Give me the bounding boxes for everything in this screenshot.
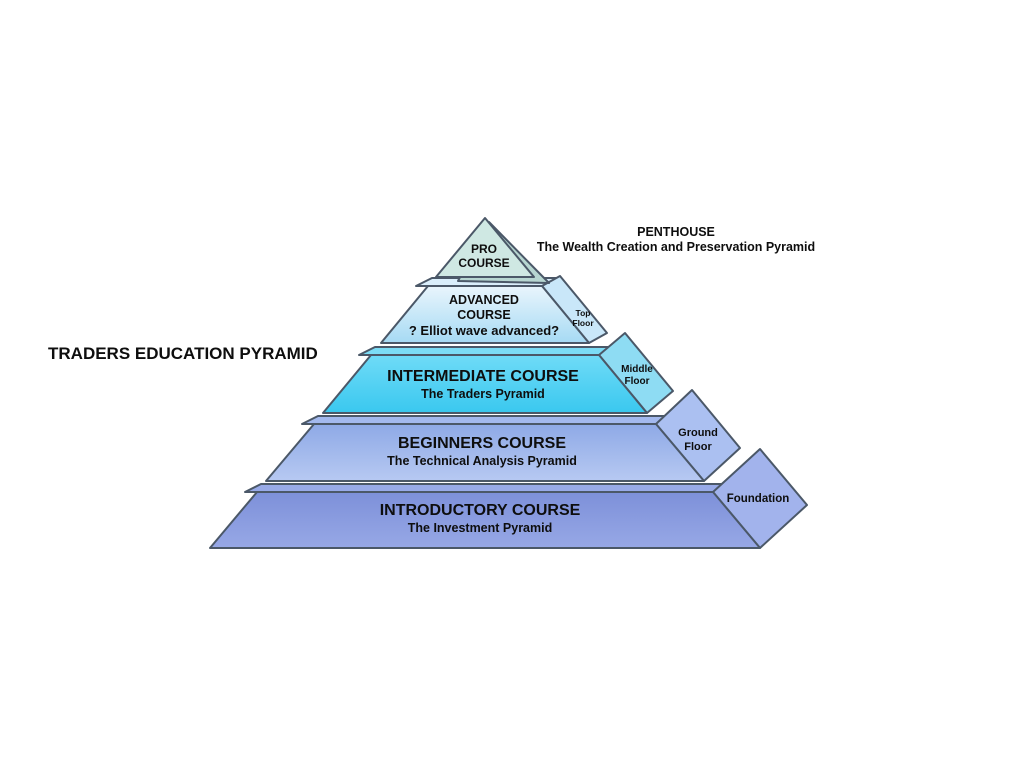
pro-course-line1: PRO — [470, 242, 497, 256]
pro-course-label: PRO COURSE — [458, 242, 509, 270]
beginners-course-subtitle: The Technical Analysis Pyramid — [387, 454, 577, 468]
intermediate-front-face — [322, 354, 648, 414]
advanced-course-line3: ? Elliot wave advanced? — [408, 323, 560, 338]
penthouse-subtitle: The Wealth Creation and Preservation Pyr… — [536, 240, 816, 254]
foundation-line1: Foundation — [726, 493, 790, 505]
ground-floor-label: Ground Floor — [678, 426, 718, 454]
introductory-course-title: INTRODUCTORY COURSE — [379, 502, 581, 519]
intermediate-rim-face — [358, 346, 618, 356]
advanced-course-line2: COURSE — [457, 308, 511, 322]
diagram-title: TRADERS EDUCATION PYRAMID — [48, 344, 318, 363]
intermediate-course-subtitle: The Traders Pyramid — [421, 387, 545, 401]
penthouse-title: PENTHOUSE — [637, 225, 715, 239]
beginners-course-title: BEGINNERS COURSE — [397, 435, 567, 452]
pro-course-line2: COURSE — [458, 256, 510, 270]
beginners-rim-face — [301, 415, 675, 425]
top-floor-line2: Floor — [572, 318, 594, 328]
middle-floor-label: Middle Floor — [621, 364, 653, 388]
top-floor-label: Top Floor — [572, 308, 593, 328]
intermediate-course-label: INTERMEDIATE COURSE The Traders Pyramid — [387, 368, 579, 402]
middle-floor-line2: Floor — [624, 376, 650, 387]
introductory-rim-face — [244, 483, 732, 493]
intermediate-course-title: INTERMEDIATE COURSE — [387, 368, 579, 385]
beginners-course-label: BEGINNERS COURSE The Technical Analysis … — [387, 435, 577, 469]
top-floor-line1: Top — [575, 308, 591, 318]
beginners-front-face — [265, 423, 705, 482]
foundation-label: Foundation — [727, 492, 790, 506]
advanced-course-line1: ADVANCED — [449, 293, 519, 307]
ground-floor-line1: Ground — [678, 427, 718, 439]
introductory-front-face — [209, 491, 761, 549]
pro-front-face — [435, 217, 535, 278]
introductory-course-label: INTRODUCTORY COURSE The Investment Pyram… — [380, 502, 581, 536]
middle-floor-line1: Middle — [621, 364, 653, 375]
advanced-front-face — [380, 285, 590, 344]
ground-floor-line2: Floor — [684, 441, 712, 453]
advanced-course-label: ADVANCED COURSE ? Elliot wave advanced? — [409, 293, 559, 339]
penthouse-annotation: PENTHOUSE The Wealth Creation and Preser… — [537, 225, 815, 255]
introductory-course-subtitle: The Investment Pyramid — [407, 521, 553, 535]
